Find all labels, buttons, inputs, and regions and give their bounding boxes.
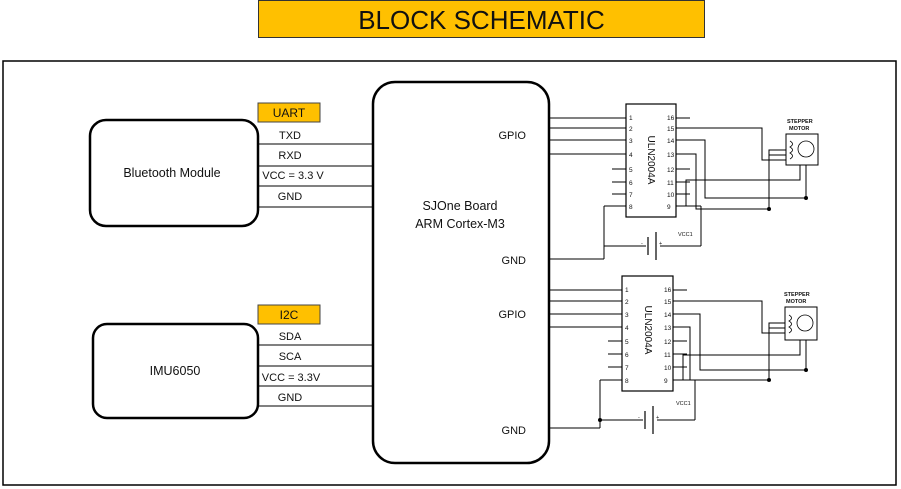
vcc1-label-2: VCC1 [676, 401, 691, 407]
svg-text:MOTOR: MOTOR [789, 126, 809, 132]
svg-text:16: 16 [667, 115, 675, 122]
battery-plus-2: + [656, 415, 659, 421]
stepper-motor-1 [785, 133, 819, 166]
signal-vcc-imu: VCC = 3.3V [262, 372, 321, 384]
battery-minus-1: - [641, 241, 643, 247]
svg-text:STEPPER: STEPPER [787, 119, 813, 125]
gpio-port-bottom: GPIO [498, 309, 526, 321]
vcc1-label-1: VCC1 [678, 232, 693, 238]
signal-sda: SDA [279, 331, 302, 343]
battery-plus-1: + [659, 241, 662, 247]
svg-text:5: 5 [625, 339, 629, 346]
stepper-motor-2 [784, 306, 818, 341]
svg-text:3: 3 [629, 138, 633, 145]
gnd-port-bottom: GND [502, 425, 527, 437]
uln-chip-1 [625, 103, 677, 218]
svg-text:2: 2 [625, 299, 629, 306]
svg-text:2: 2 [629, 126, 633, 133]
svg-text:14: 14 [664, 312, 672, 319]
svg-text:9: 9 [667, 204, 671, 211]
svg-text:4: 4 [629, 152, 633, 159]
svg-text:5: 5 [629, 167, 633, 174]
svg-text:10: 10 [664, 365, 672, 372]
signal-sca: SCA [279, 351, 302, 363]
signal-gnd-bt: GND [278, 191, 303, 203]
svg-text:I2C: I2C [280, 308, 299, 322]
i2c-lines [258, 344, 373, 407]
bluetooth-module: Bluetooth Module [88, 118, 260, 228]
svg-text:MOTOR: MOTOR [786, 299, 806, 305]
svg-text:3: 3 [625, 312, 629, 319]
bluetooth-module-label: Bluetooth Module [123, 166, 220, 180]
svg-text:4: 4 [625, 325, 629, 332]
diagram-title: BLOCK SCHEMATIC [258, 0, 705, 38]
chip-name-1: ULN2004A [645, 136, 656, 185]
outer-frame [2, 60, 897, 486]
gpio-port-top: GPIO [498, 130, 526, 142]
svg-text:15: 15 [664, 299, 672, 306]
signal-rxd: RXD [278, 150, 301, 162]
svg-text:6: 6 [625, 352, 629, 359]
svg-text:12: 12 [664, 339, 672, 346]
svg-text:10: 10 [667, 192, 675, 199]
imu-module: IMU6050 [91, 322, 260, 420]
sjone-board: SJOne Board ARM Cortex-M3 GPIO GND GPIO … [371, 80, 551, 465]
svg-text:7: 7 [625, 365, 629, 372]
svg-text:11: 11 [667, 180, 674, 187]
battery-minus-2: - [638, 415, 640, 421]
uart-lines [258, 143, 373, 208]
uart-tag: UART [257, 102, 321, 123]
chip-name-2: ULN2004A [642, 306, 653, 355]
svg-text:12: 12 [667, 167, 675, 174]
svg-text:1: 1 [629, 115, 633, 122]
svg-text:9: 9 [664, 378, 668, 385]
svg-text:STEPPER: STEPPER [784, 292, 810, 298]
driver-2: - + VCC1 ULN2004A 1 2 3 4 5 6 7 8 16 15 … [549, 275, 818, 434]
uln-chip-2 [621, 275, 674, 392]
gnd-port-top: GND [502, 255, 527, 267]
svg-text:11: 11 [664, 352, 671, 359]
svg-text:7: 7 [629, 192, 633, 199]
svg-text:UART: UART [273, 106, 306, 120]
imu-module-label: IMU6050 [150, 364, 201, 378]
svg-text:13: 13 [664, 325, 672, 332]
driver-1: - + VCC1 ULN2004A 1 2 3 4 5 6 7 8 16 15 … [549, 103, 819, 260]
svg-text:15: 15 [667, 126, 675, 133]
board-cpu: ARM Cortex-M3 [415, 217, 505, 231]
svg-text:14: 14 [667, 138, 675, 145]
svg-text:13: 13 [667, 152, 675, 159]
svg-text:1: 1 [625, 287, 629, 294]
svg-text:6: 6 [629, 180, 633, 187]
signal-gnd-imu: GND [278, 392, 303, 404]
svg-text:16: 16 [664, 287, 672, 294]
i2c-tag: I2C [257, 304, 321, 325]
signal-txd: TXD [279, 130, 301, 142]
signal-vcc-bt: VCC = 3.3 V [262, 170, 324, 182]
svg-text:8: 8 [629, 204, 633, 211]
board-name: SJOne Board [422, 199, 497, 213]
svg-text:8: 8 [625, 378, 629, 385]
